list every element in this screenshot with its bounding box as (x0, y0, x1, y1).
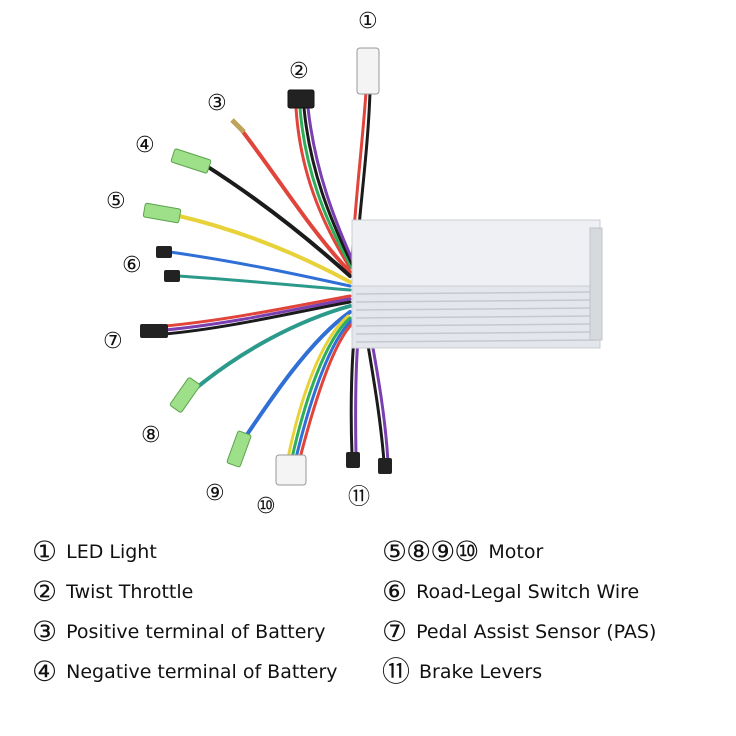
callout-1: ① (358, 9, 378, 34)
legend-item-brake-levers: ⑪ Brake Levers (382, 658, 542, 686)
connector-brake-1 (346, 452, 360, 468)
wire-hall-3 (294, 318, 354, 460)
wire-motor-green (186, 304, 352, 397)
connectors (140, 47, 392, 486)
legend-label: Pedal Assist Sensor (PAS) (416, 621, 657, 643)
legend-item-negative-battery: ④ Negative terminal of Battery (32, 658, 338, 686)
legend-label: Road-Legal Switch Wire (416, 581, 640, 603)
callout-11: ⑪ (348, 485, 370, 510)
controller-box (351, 219, 603, 349)
callout-3: ③ (207, 91, 227, 116)
legend-number: ⑤⑧⑨⑩ (382, 535, 479, 568)
legend: ① LED Light ② Twist Throttle ③ Positive … (0, 530, 736, 730)
legend-number: ③ (32, 615, 57, 648)
connector-led (356, 47, 380, 95)
wire-throttle-1 (294, 106, 352, 270)
wire-motor-blue (236, 310, 352, 450)
connector-motor-yellow (142, 202, 182, 224)
wire-throttle-2 (298, 106, 354, 270)
wire-motor-yellow (173, 213, 352, 284)
legend-item-motor: ⑤⑧⑨⑩ Motor (382, 538, 543, 566)
callout-10: ⑩ (256, 494, 276, 519)
callout-5: ⑤ (106, 189, 126, 214)
wire-throttle-4 (306, 106, 358, 270)
wire-pas-3 (163, 300, 352, 336)
legend-item-road-legal-switch: ⑥ Road-Legal Switch Wire (382, 578, 639, 606)
connector-motor-green (169, 377, 201, 413)
legend-number: ⑥ (382, 575, 407, 608)
callout-7: ⑦ (103, 329, 123, 354)
connector-road-legal-2 (164, 270, 180, 282)
wire-hall-2 (290, 316, 352, 460)
callout-4: ④ (135, 133, 155, 158)
legend-number: ④ (32, 655, 57, 688)
legend-number: ② (32, 575, 57, 608)
connector-pas (140, 324, 168, 338)
legend-number: ⑪ (382, 655, 410, 688)
callout-2: ② (289, 59, 309, 84)
wire-hall-4 (298, 320, 356, 460)
wire-battery-positive (238, 126, 352, 274)
callout-6: ⑥ (122, 253, 142, 278)
connector-road-legal-1 (156, 246, 172, 258)
callouts: ① ② ③ ④ ⑤ ⑥ ⑦ ⑧ ⑨ ⑩ ⑪ (103, 9, 378, 519)
connector-throttle (287, 89, 315, 109)
legend-label: Positive terminal of Battery (66, 621, 326, 643)
connector-hall (275, 454, 307, 486)
wire-road-legal-2 (176, 274, 352, 292)
legend-number: ⑦ (382, 615, 407, 648)
legend-label: Negative terminal of Battery (66, 661, 338, 683)
connector-battery-negative (170, 148, 212, 174)
legend-label: LED Light (66, 541, 157, 563)
legend-label: Twist Throttle (66, 581, 194, 603)
legend-item-pedal-assist-sensor: ⑦ Pedal Assist Sensor (PAS) (382, 618, 656, 646)
wire-pas-2 (163, 297, 352, 332)
callout-8: ⑧ (141, 423, 161, 448)
connector-battery-positive (230, 118, 246, 134)
wire-road-legal-1 (168, 250, 352, 288)
connector-brake-2 (378, 458, 392, 474)
legend-label: Brake Levers (419, 661, 543, 683)
connector-motor-blue (226, 430, 252, 468)
legend-item-twist-throttle: ② Twist Throttle (32, 578, 193, 606)
wire-battery-negative (203, 163, 352, 278)
wire-throttle-3 (302, 106, 356, 270)
callout-9: ⑨ (205, 481, 225, 506)
wire-pas-1 (163, 294, 352, 328)
legend-item-positive-battery: ③ Positive terminal of Battery (32, 618, 325, 646)
legend-item-led-light: ① LED Light (32, 538, 157, 566)
legend-label: Motor (488, 541, 544, 563)
wire-hall-1 (286, 314, 350, 460)
legend-number: ① (32, 535, 57, 568)
controller-wiring-diagram: ① ② ③ ④ ⑤ ⑥ ⑦ ⑧ ⑨ ⑩ ⑪ (103, 9, 603, 519)
